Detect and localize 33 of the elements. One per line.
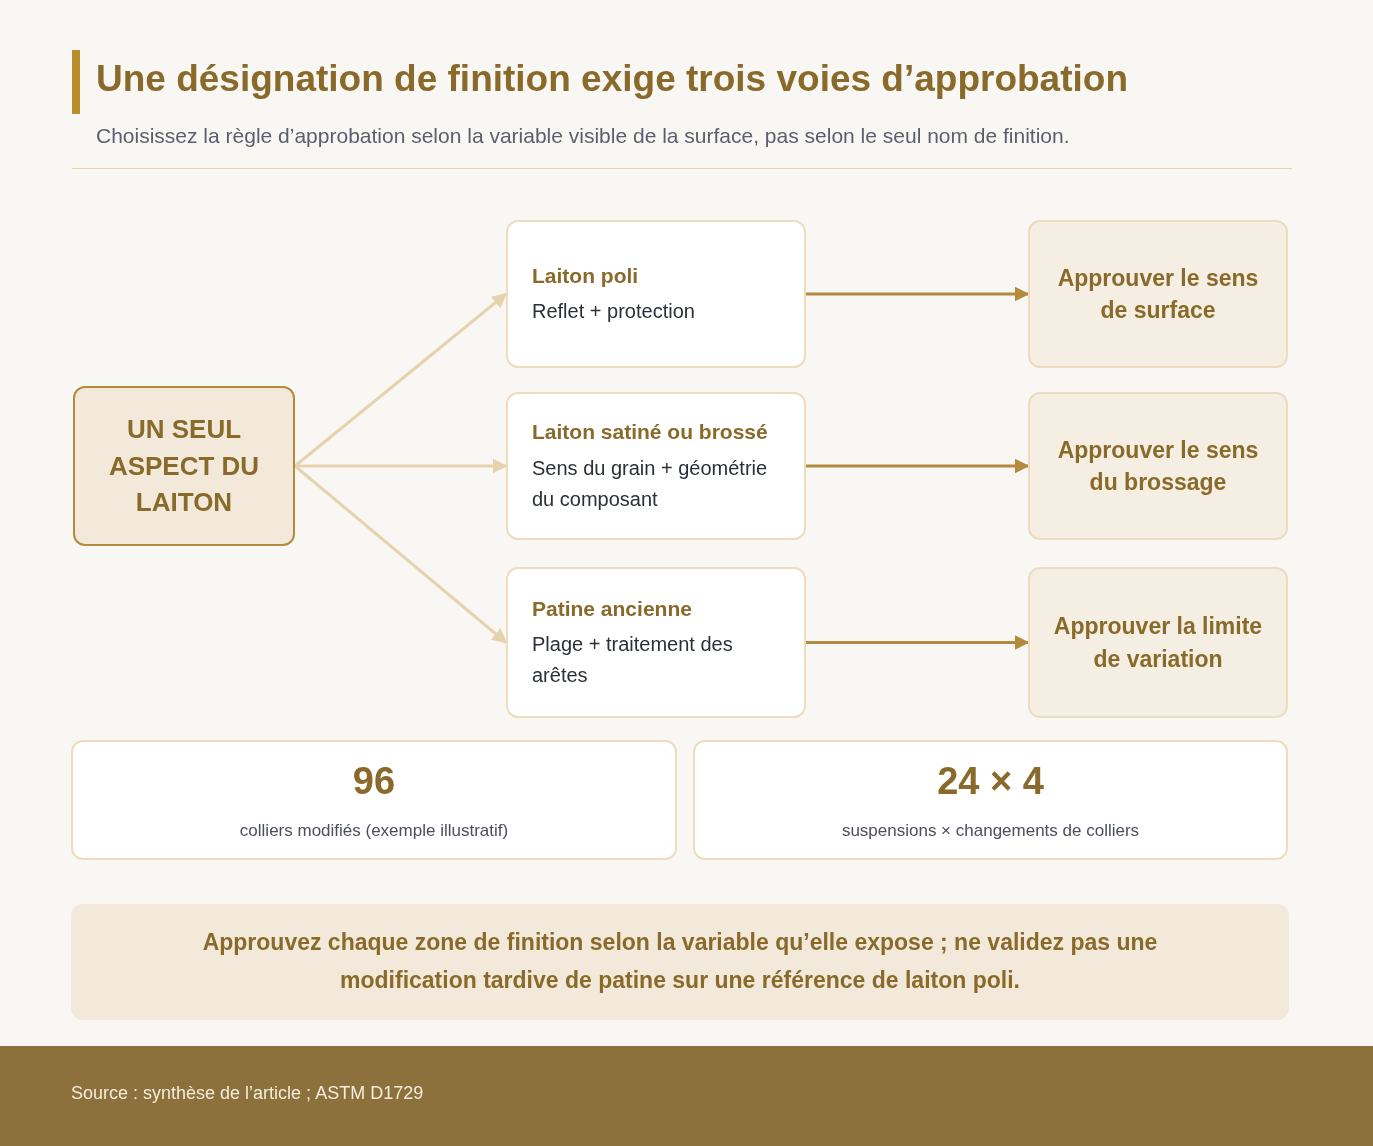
branch-box bbox=[506, 392, 806, 540]
arrow bbox=[294, 292, 508, 468]
arrow bbox=[806, 286, 1030, 302]
card-heading: Laiton poli bbox=[532, 262, 640, 289]
arrow bbox=[806, 458, 1030, 474]
arrow bbox=[295, 458, 508, 474]
approval-text: Approuver la limite de variation bbox=[1052, 612, 1264, 674]
approval-text: Approuver le sens du brossage bbox=[1056, 435, 1260, 497]
start-box bbox=[73, 386, 295, 546]
title: Une désignation de finition exige trois voies d’approbation bbox=[96, 58, 1129, 100]
card-description: Reflet + protection bbox=[532, 299, 696, 325]
start-label: UN SEUL ASPECT DU LAITON bbox=[107, 413, 261, 520]
stat-caption: colliers modifiés (exemple illustratif) bbox=[238, 820, 510, 843]
stat-caption: suspensions × changements de colliers bbox=[840, 820, 1141, 843]
branch-box bbox=[506, 220, 806, 368]
branch-box bbox=[506, 567, 806, 718]
note-panel bbox=[71, 904, 1289, 1020]
result-box bbox=[1028, 220, 1288, 368]
stat-box bbox=[71, 740, 677, 860]
arrow bbox=[806, 635, 1030, 650]
stat-box bbox=[693, 740, 1288, 860]
result-box bbox=[1028, 392, 1288, 540]
approval-text: Approuver le sens de surface bbox=[1056, 263, 1260, 325]
card-description: Sens du grain + géométrie du composant bbox=[532, 455, 769, 512]
note-text: Approuvez chaque zone de finition selon la variable qu’elle expose ; ne validez pas une modification tardive de patine sur une référence de laiton poli. bbox=[201, 928, 1159, 995]
stat-number: 24 × 4 bbox=[936, 759, 1045, 805]
card-heading: Laiton satiné ou brossé bbox=[532, 419, 769, 446]
card-heading: Patine ancienne bbox=[532, 595, 693, 622]
stat-number: 96 bbox=[351, 759, 397, 805]
card-description: Plage + traitement des arêtes bbox=[532, 632, 734, 689]
subtitle: Choisissez la règle d’approbation selon la variable visible de la surface, pas selon le seul nom de finition. bbox=[96, 124, 1071, 148]
result-box bbox=[1028, 567, 1288, 718]
source-note: Source : synthèse de l’article ; ASTM D1729 bbox=[71, 1083, 424, 1104]
